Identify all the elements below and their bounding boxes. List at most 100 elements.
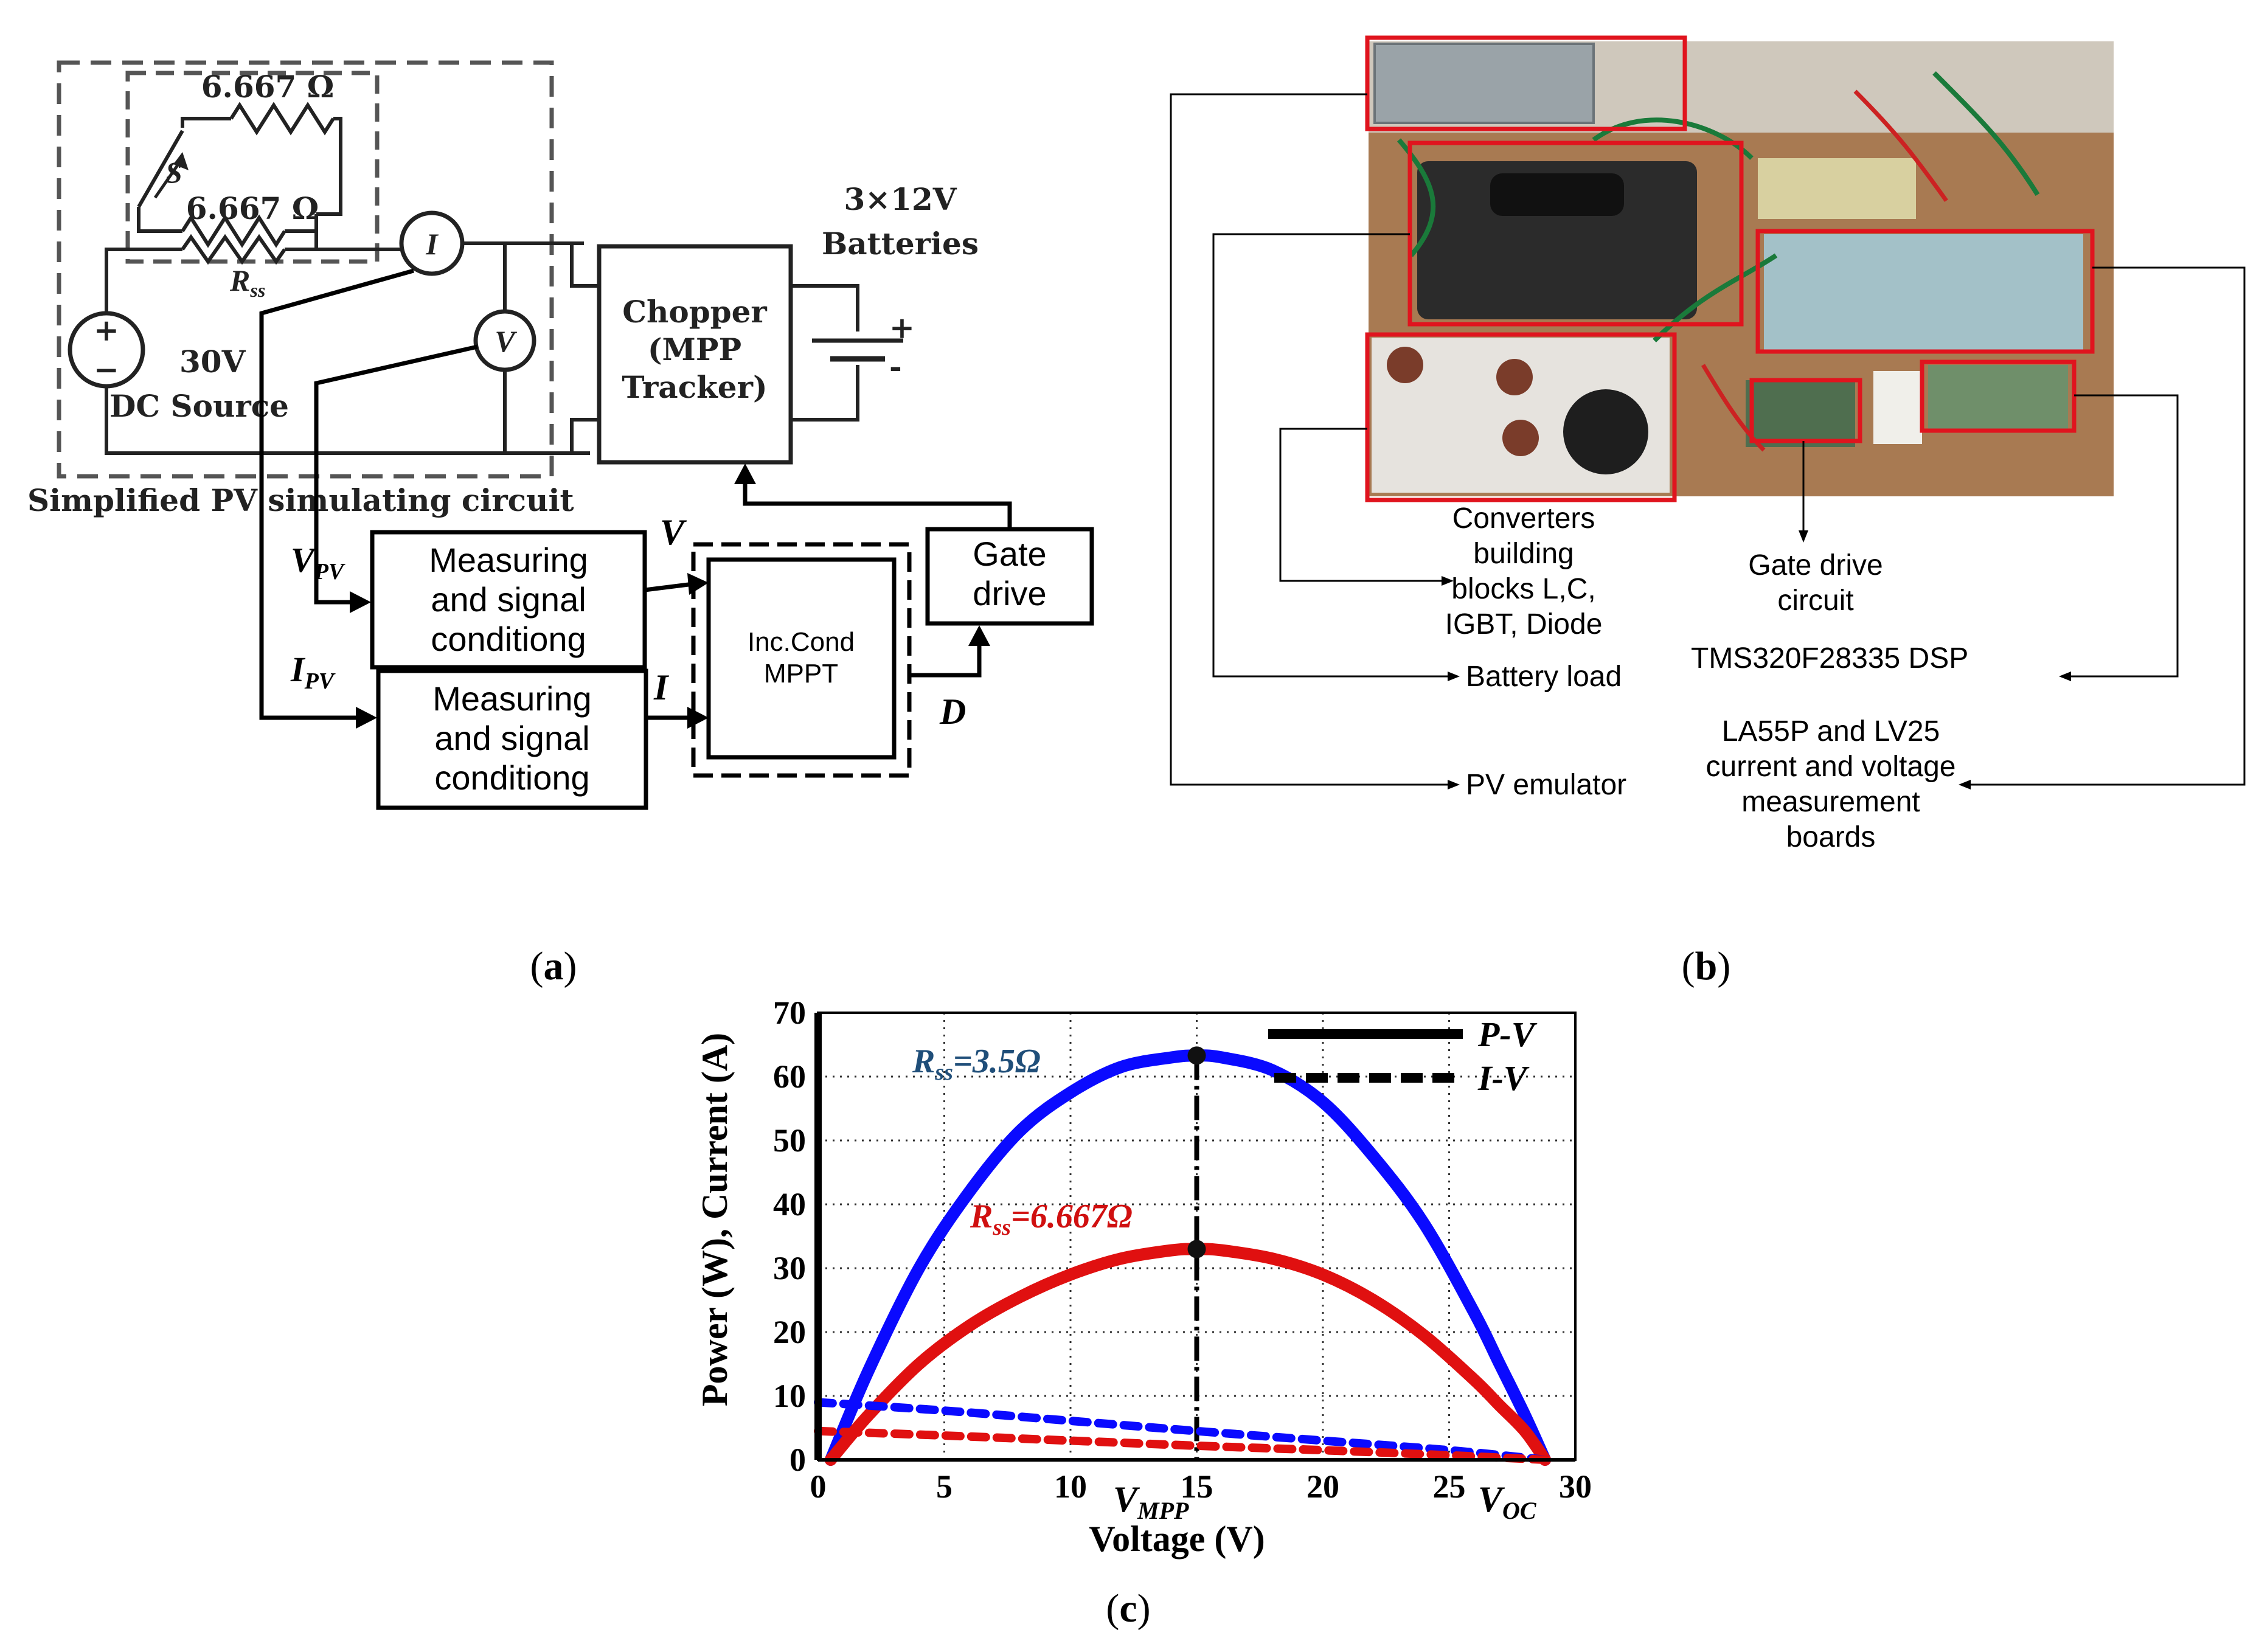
mppt-to-gate-wire <box>909 639 982 678</box>
photo-resistors <box>1758 158 1916 219</box>
x-tick-label: 10 <box>1054 1468 1087 1505</box>
y-tick-label: 10 <box>773 1378 806 1414</box>
rss1-annotation: Rss=3.5Ω <box>912 1043 1041 1085</box>
series-i-v-blue <box>814 1398 1550 1464</box>
series-i-v-red <box>814 1426 1550 1464</box>
measurement-line3: measurement <box>1741 786 1920 818</box>
vpv-arrowhead <box>350 591 371 613</box>
source-voltage-label: 30V <box>179 344 246 380</box>
photo-wires <box>1397 71 2040 342</box>
top-branch-wire <box>181 117 231 128</box>
gate-to-chopper-arrowhead <box>734 463 756 484</box>
dc-source-minus: − <box>94 352 119 387</box>
meas1-line2: and signal <box>431 580 586 619</box>
ipv-label: IPV <box>290 650 336 694</box>
mpp-point <box>1187 1046 1206 1065</box>
y-tick-label: 60 <box>773 1058 806 1095</box>
photo-sensor-board <box>1746 380 1855 447</box>
rss-label: Rss <box>229 263 265 301</box>
legend-iv-label: I-V <box>1477 1058 1530 1098</box>
dsp-label: TMS320F28335 DSP <box>1691 642 1968 675</box>
photo-inductor-1 <box>1387 347 1423 383</box>
resistor-mid-label: 6.667 Ω <box>186 190 319 226</box>
switch-arrowhead <box>173 152 189 170</box>
bottom-wire <box>105 386 590 455</box>
converters-line4: IGBT, Diode <box>1445 608 1603 640</box>
source-name-label: DC Source <box>109 388 289 424</box>
photo-white-board <box>1873 371 1922 444</box>
gate-line1: Gate <box>973 535 1046 573</box>
leader-pv-emulator <box>1170 93 1457 786</box>
leader-measurement-arrow <box>1959 780 1971 790</box>
switch-blade <box>137 130 184 208</box>
meas1-line1: Measuring <box>429 541 588 579</box>
gate-drive-box <box>925 527 1094 626</box>
resistor-mid <box>181 214 286 248</box>
mpp-point <box>1187 1240 1206 1258</box>
leader-battery <box>1212 233 1457 678</box>
highlight-measurement <box>1755 229 2095 354</box>
wire-to-chopper-top-step <box>570 243 599 288</box>
main-wire-left <box>105 248 182 313</box>
panel-b-setup: Converters building blocks L,C, IGBT, Di… <box>1170 35 2246 988</box>
chopper-label-1: Chopper <box>622 294 767 330</box>
x-tick-label: 0 <box>810 1468 827 1505</box>
chopper-label-2: (MPP <box>648 331 741 367</box>
panel-a-label: (a) <box>530 944 577 988</box>
ipv-signal-wire <box>259 268 414 720</box>
mppt-line1: Inc.Cond <box>748 627 855 657</box>
panel-a-circuit: I V + − 6.667 Ω 6.667 Ω S Rss 30V DC Sou… <box>27 60 1094 988</box>
meas2-line1: Measuring <box>432 679 591 718</box>
battery-load-label: Battery load <box>1466 661 1622 693</box>
switch-label: S <box>165 155 182 189</box>
y-axis-label: Power (W), Current (A) <box>695 1033 735 1406</box>
sig-v-label: V <box>660 512 687 552</box>
y-tick-label: 50 <box>773 1122 806 1159</box>
photo-battery <box>1417 161 1697 319</box>
x-tick-label: 20 <box>1306 1468 1339 1505</box>
gate-to-chopper-wire <box>743 481 1012 529</box>
y-tick-label: 40 <box>773 1186 806 1223</box>
vmpp-label: VMPP <box>1113 1479 1189 1524</box>
current-meter-label: I <box>425 227 439 261</box>
leader-dsp <box>2062 394 2179 678</box>
batteries-label-1: 3×12V <box>844 181 957 217</box>
leader-dsp-arrow <box>2059 672 2071 681</box>
top-branch-wire-right <box>316 117 342 216</box>
y-tick-label: 0 <box>789 1442 806 1478</box>
mppt-box <box>706 557 897 760</box>
battery-plus: + <box>889 310 915 345</box>
measurement-line4: boards <box>1786 821 1876 853</box>
leader-converters <box>1279 428 1451 582</box>
voltage-meter <box>473 309 536 372</box>
photo-inductor-2 <box>1496 359 1533 395</box>
converters-line2: building <box>1473 538 1574 570</box>
photo-battery-handle <box>1490 173 1624 216</box>
photo-dsp-board <box>1928 365 2068 432</box>
pv-simulating-box <box>57 60 554 479</box>
meas2-line2: and signal <box>434 719 589 757</box>
meas2-line3: conditiong <box>434 758 589 797</box>
leader-converters-arrow <box>1442 576 1454 586</box>
measurement-line2: current and voltage <box>1706 751 1956 783</box>
v-to-mppt-wire <box>644 581 694 592</box>
highlight-gate-drive <box>1749 378 1862 443</box>
switch-box <box>125 71 380 264</box>
wire-to-chopper-bot-step <box>570 418 599 453</box>
y-tick-label: 20 <box>773 1314 806 1350</box>
battery-wire <box>791 284 859 331</box>
voltage-meter-label: V <box>494 324 517 358</box>
ipv-arrowhead <box>356 707 377 729</box>
photo-instrument <box>1373 43 1595 124</box>
dc-source-plus: + <box>94 312 119 348</box>
gate-drive-line2: circuit <box>1777 585 1853 617</box>
chopper-box <box>597 244 793 465</box>
voc-label: VOC <box>1478 1479 1537 1524</box>
panel-c-label: (c) <box>1106 1586 1150 1631</box>
chart-series <box>814 1046 1552 1466</box>
measuring-box-voltage <box>370 530 647 670</box>
i-to-mppt-arrowhead <box>687 707 709 729</box>
x-tick-label: 25 <box>1433 1468 1466 1505</box>
